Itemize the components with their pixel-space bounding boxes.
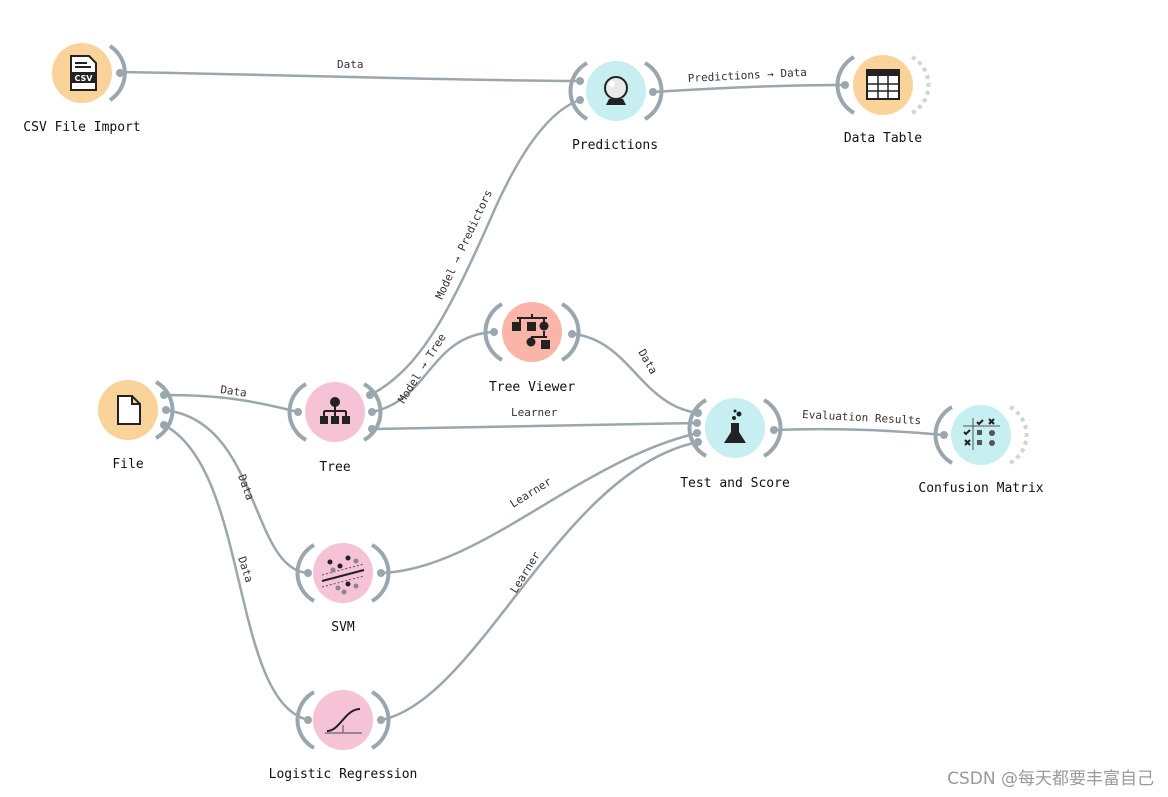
link-label-logreg-test: Learner <box>508 549 544 596</box>
input-anchor[interactable] <box>304 716 312 724</box>
input-channel-arc <box>295 543 316 603</box>
widget-file[interactable] <box>98 380 175 440</box>
input-channel-arc <box>568 61 589 121</box>
output-channel-arc <box>370 690 391 750</box>
widget-data-table[interactable] <box>835 55 931 115</box>
link-label-csv-predictions: Data <box>337 58 364 71</box>
widget-predictions[interactable] <box>568 61 664 121</box>
widget-svm-body <box>313 543 373 603</box>
output-channel-arc <box>1008 405 1029 465</box>
link-csv-to-predictions[interactable] <box>118 70 582 83</box>
input-anchor[interactable] <box>694 409 702 417</box>
output-channel-arc <box>643 61 664 121</box>
link-label-viewer-test: Data <box>635 347 660 376</box>
widget-label-file: File <box>112 457 144 472</box>
widget-label-tree: Tree <box>319 460 351 475</box>
link-file-to-logreg[interactable] <box>162 423 310 722</box>
output-channel-arc <box>762 398 783 458</box>
input-anchor[interactable] <box>576 96 584 104</box>
input-channel-arc <box>483 302 504 362</box>
link-label-svm-test: Learner <box>508 475 555 511</box>
input-anchor[interactable] <box>693 419 701 427</box>
link-labels: Data Predictions → Data Data Data Data M… <box>220 58 922 596</box>
link-label-file-svm: Data <box>235 473 256 502</box>
widget-label-tree-viewer: Tree Viewer <box>488 380 576 395</box>
output-anchor[interactable] <box>377 716 385 724</box>
widget-label-csv-file-import: CSV File Import <box>23 120 141 135</box>
widget-tree-viewer[interactable] <box>483 302 581 362</box>
flask-icon <box>724 409 746 443</box>
tree-icon <box>320 397 350 424</box>
input-anchor[interactable] <box>940 431 948 439</box>
widget-tree[interactable] <box>287 382 383 442</box>
widget-tree-viewer-body <box>502 302 562 362</box>
input-anchor[interactable] <box>693 429 701 437</box>
widget-confusion-matrix[interactable] <box>933 405 1029 465</box>
link-viewer-to-test[interactable] <box>571 332 700 415</box>
input-anchor[interactable] <box>841 81 849 89</box>
input-anchor[interactable] <box>576 77 584 85</box>
output-anchor[interactable] <box>160 421 168 429</box>
table-icon <box>866 69 900 100</box>
svg-text:CSV: CSV <box>75 74 94 83</box>
link-label-tree-test: Learner <box>511 406 558 419</box>
link-label-test-confusion: Evaluation Results <box>802 408 922 427</box>
csv-file-icon: CSV <box>70 55 97 91</box>
link-file-to-svm[interactable] <box>162 408 310 575</box>
widget-logistic-regression[interactable] <box>295 690 391 750</box>
widget-label-test-and-score: Test and Score <box>680 476 790 491</box>
widget-label-data-table: Data Table <box>843 131 923 146</box>
confusion-matrix-icon <box>963 418 1000 450</box>
link-label-tree-predictions: Model → Predictors <box>433 188 495 302</box>
link-svm-to-test[interactable] <box>379 431 700 575</box>
input-anchor[interactable] <box>304 569 312 577</box>
output-anchor[interactable] <box>162 406 170 414</box>
output-anchor[interactable] <box>368 408 376 416</box>
output-anchor[interactable] <box>160 391 168 399</box>
link-label-predictions-table: Predictions → Data <box>687 66 807 85</box>
input-anchor[interactable] <box>694 438 702 446</box>
output-anchor[interactable] <box>377 569 385 577</box>
output-channel-arc <box>560 302 581 362</box>
output-channel-arc <box>370 543 391 603</box>
logistic-curve-icon <box>325 708 362 734</box>
input-channel-arc <box>287 382 308 442</box>
link-label-tree-viewer: Model → Tree <box>396 331 449 405</box>
widget-test-and-score[interactable] <box>687 398 783 458</box>
widget-svm[interactable] <box>295 543 391 603</box>
watermark: CSDN @每天都要丰富自己 <box>947 769 1154 789</box>
output-anchor[interactable] <box>366 391 374 399</box>
widget-label-predictions: Predictions <box>571 138 659 153</box>
widget-label-logistic-regression: Logistic Regression <box>268 767 418 782</box>
output-anchor[interactable] <box>116 69 124 77</box>
output-anchor[interactable] <box>649 88 657 96</box>
widget-label-svm: SVM <box>331 620 355 635</box>
widget-label-confusion-matrix: Confusion Matrix <box>918 481 1044 496</box>
crystal-ball-icon <box>604 76 628 105</box>
input-channel-arc <box>687 398 708 458</box>
input-channel-arc <box>835 55 856 115</box>
output-anchor[interactable] <box>568 330 576 338</box>
output-channel-arc <box>910 55 931 115</box>
output-channel-arc <box>154 380 175 440</box>
output-anchor[interactable] <box>368 425 376 433</box>
output-channel-arc <box>362 382 383 442</box>
widget-csv-file-import[interactable]: CSV <box>52 43 127 103</box>
input-anchor[interactable] <box>490 328 498 336</box>
link-label-file-tree: Data <box>220 383 248 400</box>
link-tree-to-test[interactable] <box>370 421 700 431</box>
link-test-to-confusion[interactable] <box>772 427 946 437</box>
input-channel-arc <box>295 690 316 750</box>
output-channel-arc <box>108 44 127 102</box>
tree-viewer-icon <box>512 314 550 349</box>
file-icon <box>117 395 141 425</box>
output-anchor[interactable] <box>770 426 778 434</box>
input-channel-arc <box>933 405 954 465</box>
input-anchor[interactable] <box>294 408 302 416</box>
svm-icon <box>321 555 365 595</box>
link-predictions-to-table[interactable] <box>651 83 847 94</box>
